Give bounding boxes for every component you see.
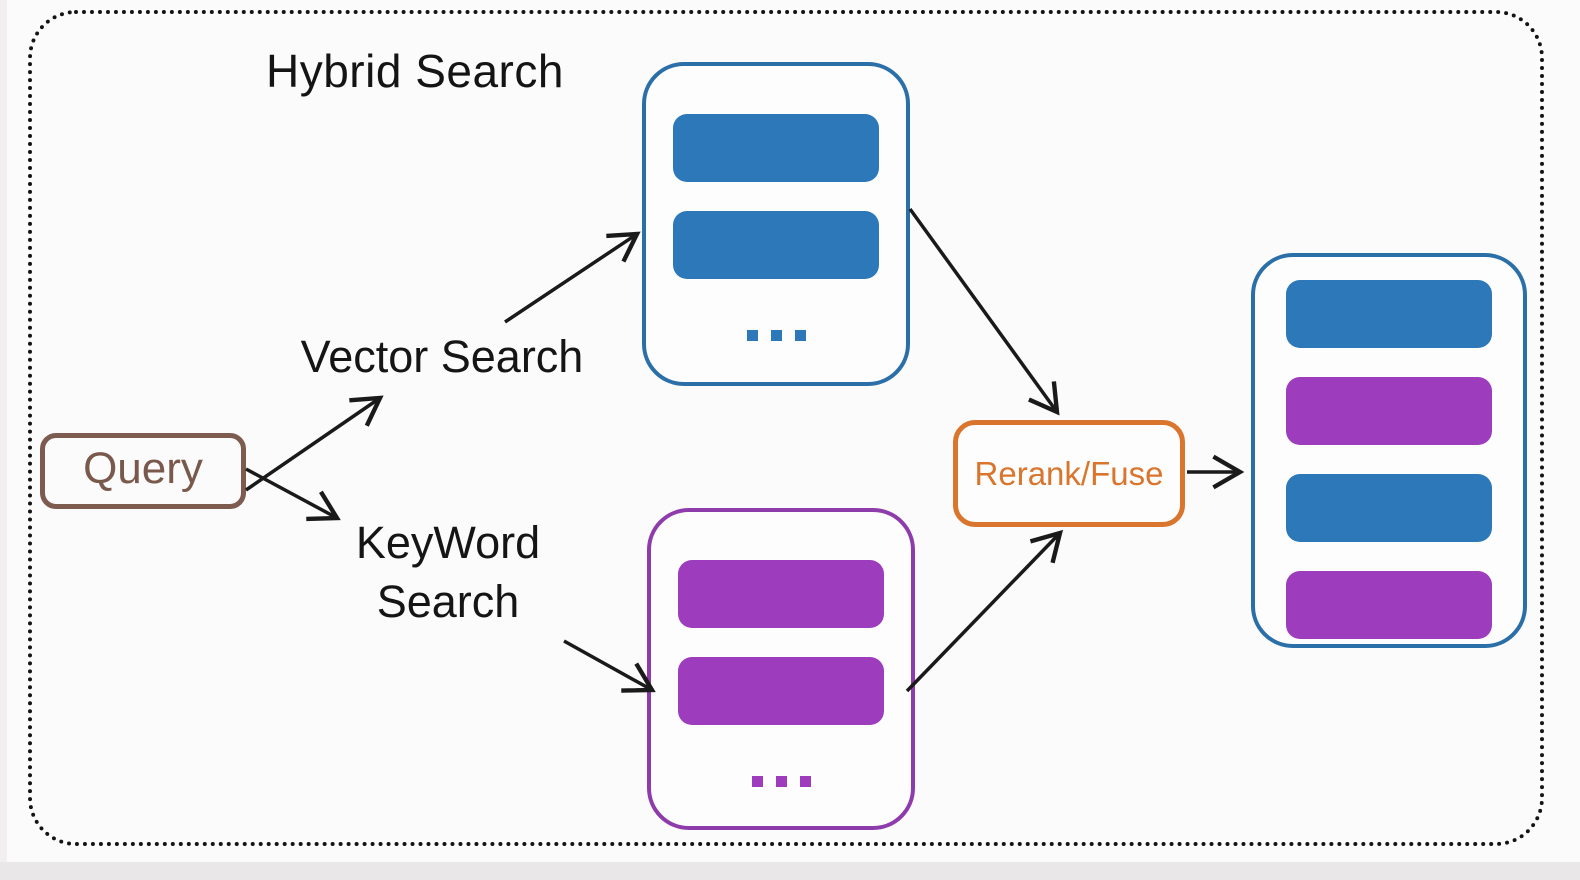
ellipsis-dot (746, 330, 758, 341)
purple-result-bar (678, 657, 884, 725)
background-edge-bottom (0, 862, 1580, 880)
blue-result-bar (1286, 474, 1492, 542)
blue-result-bar (1286, 280, 1492, 348)
keyword-results-container (647, 508, 915, 830)
vector-search-label: Vector Search (300, 331, 584, 382)
purple-result-bar (1286, 377, 1492, 445)
rerank-fuse-label: Rerank/Fuse (974, 454, 1164, 492)
background-edge-left (0, 0, 7, 880)
ellipsis-dot (770, 330, 782, 341)
ellipsis-dot (775, 776, 787, 787)
purple-result-bar (1286, 571, 1492, 639)
purple-result-bar (678, 560, 884, 628)
ellipsis-dot (794, 330, 806, 341)
ellipsis-dot (799, 776, 811, 787)
query-node: Query (40, 433, 246, 509)
blue-result-bar (673, 114, 879, 182)
fused-results-container (1251, 253, 1527, 648)
rerank-fuse-node: Rerank/Fuse (953, 420, 1185, 527)
diagram-title: Hybrid Search (266, 45, 564, 97)
keyword-search-label-line2: Search (376, 575, 520, 627)
ellipsis-dots (751, 776, 811, 787)
ellipsis-dot (751, 776, 763, 787)
query-label: Query (83, 444, 203, 493)
outer-dashed-frame (28, 10, 1544, 846)
keyword-search-label: KeyWord Search (298, 514, 598, 631)
blue-result-bar (673, 211, 879, 279)
ellipsis-dots (746, 330, 806, 341)
keyword-search-label-line1: KeyWord (355, 517, 541, 568)
vector-results-container (642, 62, 910, 386)
